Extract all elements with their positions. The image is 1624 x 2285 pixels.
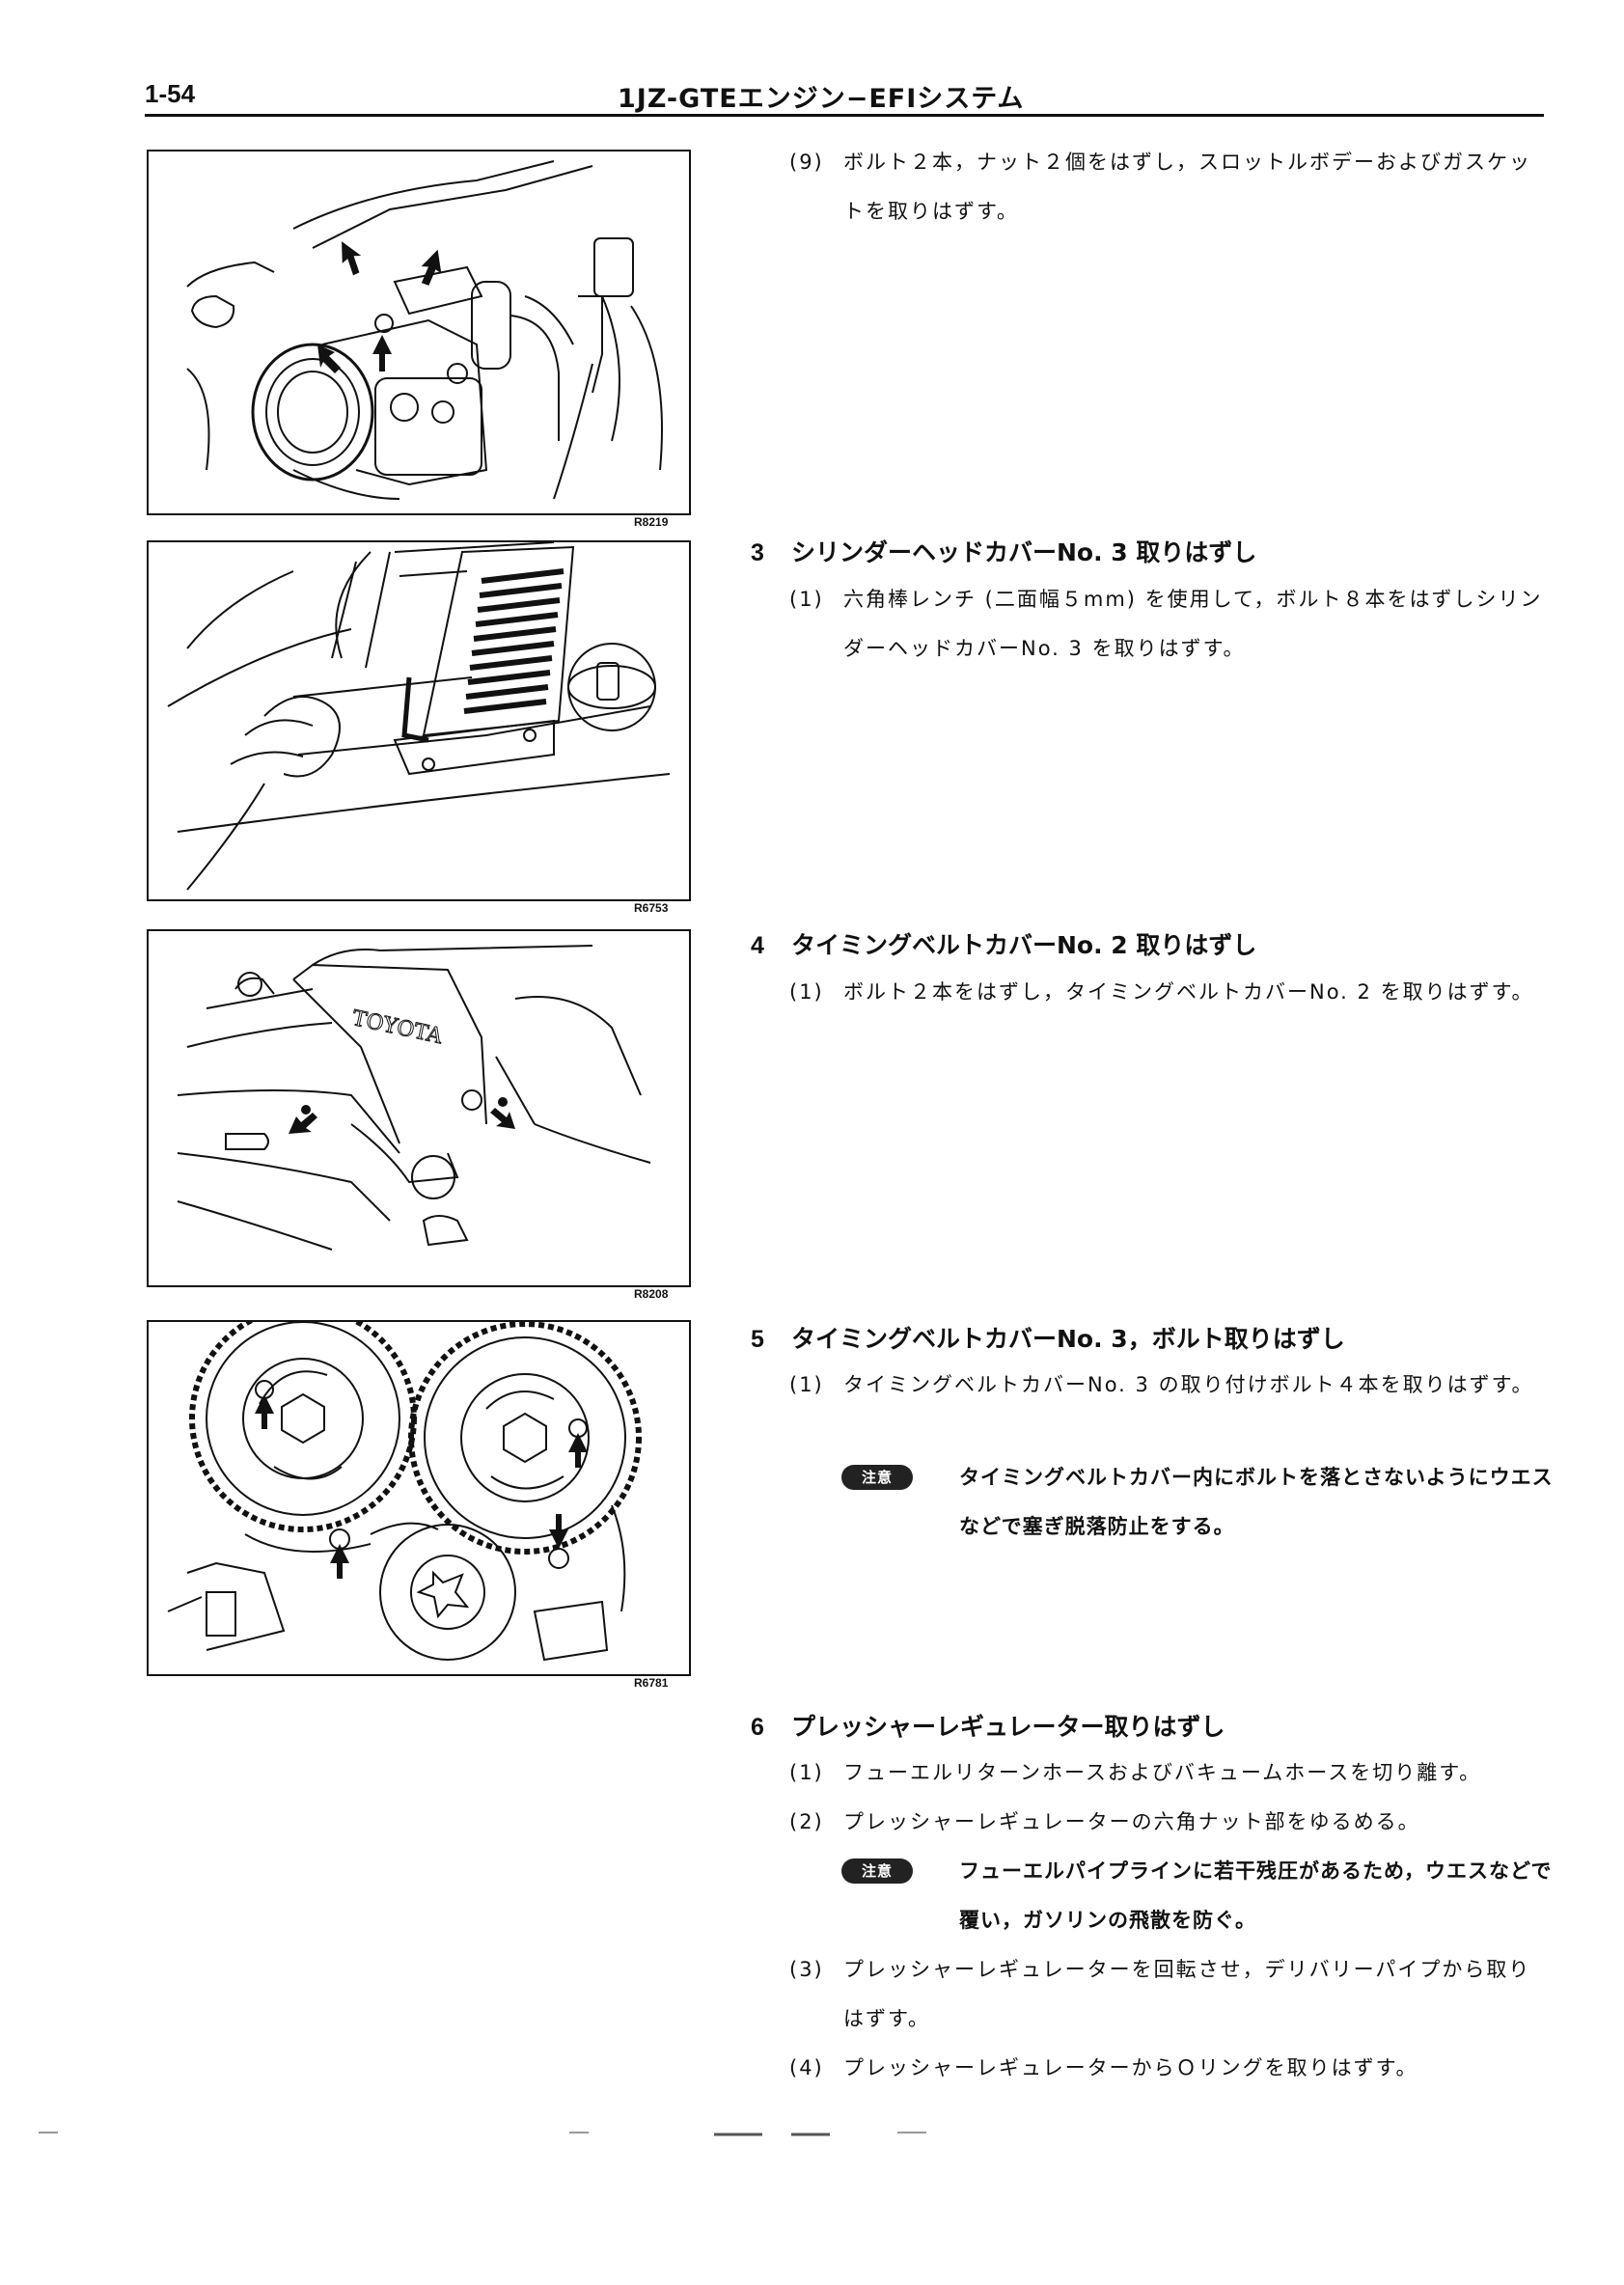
figure-code: R8219 — [634, 515, 669, 529]
list-item: (9) ボルト２本，ナット２個をはずし，スロットルボデーおよびガスケットを取りは… — [789, 138, 1552, 236]
figure-code: R6753 — [634, 901, 669, 915]
figure-code: R8208 — [634, 1287, 669, 1301]
item-text: プレッシャーレギュレーターからＯリングを取りはずす。 — [843, 2056, 1418, 2079]
item-text: 六角棒レンチ (二面幅５mm) を使用して，ボルト８本をはずしシリンダーヘッドカ… — [843, 588, 1543, 660]
figure-throttle-body — [147, 150, 691, 515]
timing-belt-cover-no3-illustration — [167, 1322, 642, 1662]
list-item: (1) 六角棒レンチ (二面幅５mm) を使用して，ボルト８本をはずしシリンダー… — [789, 575, 1552, 674]
step-heading: 4 タイミングベルトカバーNo. 2 取りはずし — [751, 926, 1256, 961]
page-title: 1JZ-GTEエンジン−EFIシステム — [618, 84, 1025, 114]
step-title: シリンダーヘッドカバーNo. 3 取りはずし — [791, 538, 1257, 566]
step-title: プレッシャーレギュレーター取りはずし — [791, 1713, 1225, 1741]
item-number: (1) — [789, 1761, 824, 1784]
caution-note: 注意 フューエルパイプラインに若干残圧があるため，ウエスなどで覆い，ガソリンの飛… — [841, 1847, 1555, 1945]
step-title: タイミングベルトカバーNo. 3，ボルト取りはずし — [791, 1325, 1345, 1353]
item-number: (1) — [789, 980, 824, 1004]
item-text: プレッシャーレギュレーターの六角ナット部をゆるめる。 — [843, 1810, 1420, 1833]
page-number: 1-54 — [145, 79, 196, 108]
item-number: (4) — [789, 2056, 824, 2079]
caution-text: フューエルパイプラインに若干残圧があるため，ウエスなどで覆い，ガソリンの飛散を防… — [959, 1859, 1553, 1932]
list-item: (1) フューエルリターンホースおよびバキュームホースを切り離す。 — [789, 1748, 1552, 1798]
step-title: タイミングベルトカバーNo. 2 取りはずし — [791, 931, 1257, 959]
item-number: (1) — [789, 588, 824, 611]
step-number: 5 — [751, 1326, 764, 1353]
item-number: (1) — [789, 1373, 824, 1396]
step-number: 3 — [751, 539, 764, 566]
list-item: (2) プレッシャーレギュレーターの六角ナット部をゆるめる。 — [789, 1798, 1552, 1847]
step-number: 4 — [751, 932, 764, 959]
list-item: (1) ボルト２本をはずし，タイミングベルトカバーNo. 2 を取りはずす。 — [789, 968, 1552, 1017]
caution-note: 注意 タイミングベルトカバー内にボルトを落とさないようにウエスなどで塞ぎ脱落防止… — [841, 1453, 1555, 1552]
throttle-body-illustration — [186, 160, 663, 500]
step-heading: 6 プレッシャーレギュレーター取りはずし — [751, 1708, 1225, 1743]
item-text: ボルト２本，ナット２個をはずし，スロットルボデーおよびガスケットを取りはずす。 — [843, 151, 1531, 223]
timing-belt-cover-no2-illustration: TOYOTA — [177, 945, 651, 1251]
item-text: プレッシャーレギュレーターを回転させ，デリバリーパイプから取りはずす。 — [843, 1958, 1531, 2030]
item-number: (2) — [789, 1810, 824, 1833]
cylinder-head-cover-illustration — [167, 542, 671, 891]
svg-text:TOYOTA: TOYOTA — [350, 1006, 446, 1049]
figure-cylinder-head-cover — [147, 540, 691, 901]
item-number: (3) — [789, 1958, 824, 1981]
header-rule — [145, 114, 1544, 117]
page-header: 1-54 1JZ-GTEエンジン−EFIシステム — [145, 71, 1544, 116]
list-item: (3) プレッシャーレギュレーターを回転させ，デリバリーパイプから取りはずす。 — [789, 1945, 1552, 2044]
scan-artifacts — [39, 2132, 926, 2136]
caution-badge: 注意 — [841, 1858, 913, 1884]
step-number: 6 — [751, 1714, 764, 1741]
figure-timing-belt-cover-no3 — [147, 1320, 691, 1676]
caution-text: タイミングベルトカバー内にボルトを落とさないようにウエスなどで塞ぎ脱落防止をする… — [959, 1466, 1554, 1538]
figure-code: R6781 — [634, 1676, 669, 1690]
item-number: (9) — [789, 151, 824, 174]
caution-badge: 注意 — [841, 1465, 913, 1490]
step-heading: 3 シリンダーヘッドカバーNo. 3 取りはずし — [751, 534, 1256, 568]
figure-timing-belt-cover-no2: TOYOTA — [147, 929, 691, 1287]
item-text: フューエルリターンホースおよびバキュームホースを切り離す。 — [843, 1761, 1482, 1784]
step-heading: 5 タイミングベルトカバーNo. 3，ボルト取りはずし — [751, 1320, 1345, 1355]
list-item: (4) プレッシャーレギュレーターからＯリングを取りはずす。 — [789, 2044, 1552, 2093]
item-text: ボルト２本をはずし，タイミングベルトカバーNo. 2 を取りはずす。 — [843, 980, 1534, 1004]
item-text: タイミングベルトカバーNo. 3 の取り付けボルト４本を取りはずす。 — [843, 1373, 1534, 1396]
list-item: (1) タイミングベルトカバーNo. 3 の取り付けボルト４本を取りはずす。 — [789, 1361, 1552, 1410]
